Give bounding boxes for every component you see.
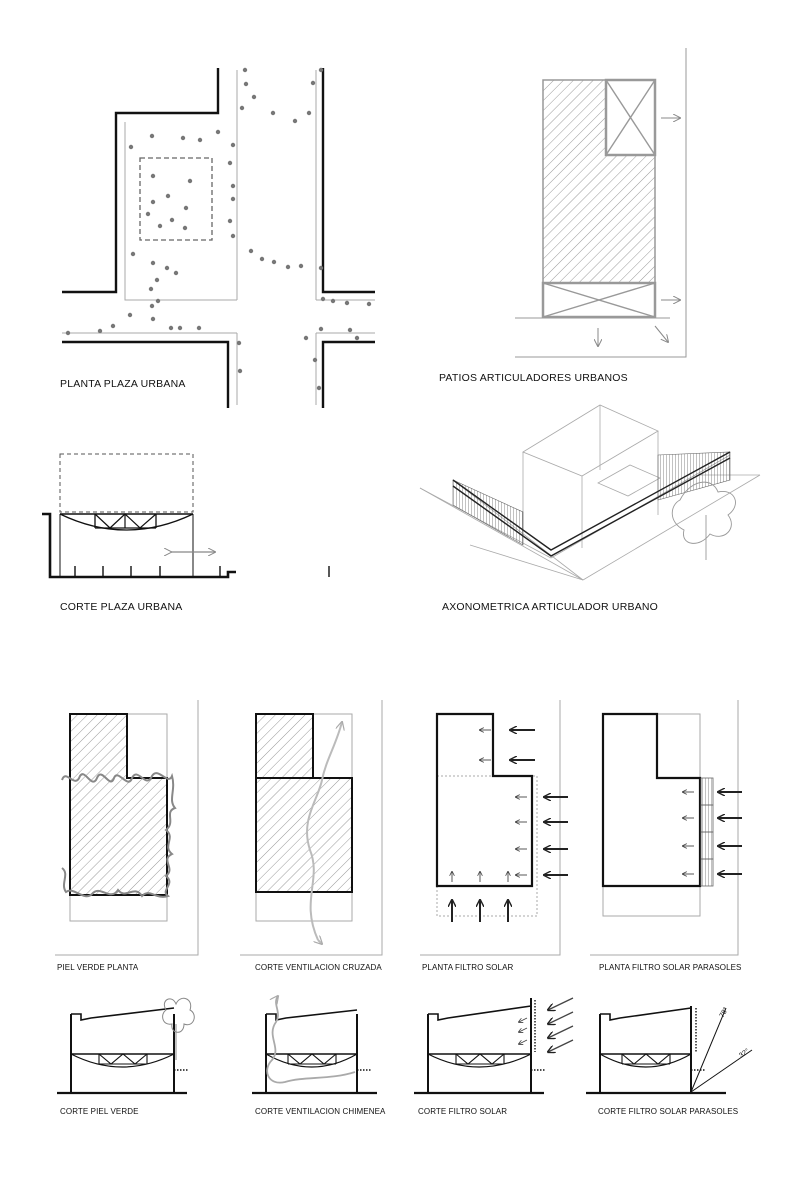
solar-filter-section <box>414 997 574 1095</box>
caption-axonometrica: AXONOMETRICA ARTICULADOR URBANO <box>442 601 659 613</box>
sun-angle-78-label: 78° <box>718 1006 730 1019</box>
arrow-southeast-icon <box>654 325 668 342</box>
caption-patios: PATIOS ARTICULADORES URBANOS <box>439 372 628 384</box>
caption-ventilacion-chimenea: CORTE VENTILACION CHIMENEA <box>255 1107 386 1116</box>
plaza-section-drawing <box>42 453 330 579</box>
solar-louvers-section: 78° 32° <box>586 1006 753 1095</box>
caption-filtro-solar: PLANTA FILTRO SOLAR <box>422 963 514 972</box>
plaza-plan-drawing <box>62 67 375 408</box>
green-skin-section <box>57 997 195 1095</box>
tree-icon <box>162 997 195 1033</box>
green-skin-plan <box>55 700 199 956</box>
chimney-ventilation-section <box>252 996 377 1095</box>
solar-filter-louvers-plan <box>590 700 742 956</box>
axonometric-drawing <box>419 404 761 581</box>
cross-ventilation-plan <box>240 700 383 956</box>
airflow-arrow-icon <box>266 996 356 1084</box>
caption-filtro-parasoles: PLANTA FILTRO SOLAR PARASOLES <box>599 963 742 972</box>
caption-corte-plaza: CORTE PLAZA URBANA <box>60 601 183 613</box>
vine-icon <box>61 772 177 898</box>
tree-icon <box>671 481 736 544</box>
caption-planta-plaza: PLANTA PLAZA URBANA <box>60 378 186 390</box>
urban-patios-diagram <box>515 48 687 358</box>
caption-ventilacion-cruzada: CORTE VENTILACION CRUZADA <box>255 963 382 972</box>
sun-angle-32-label: 32° <box>738 1047 751 1060</box>
solar-filter-plan <box>420 700 568 956</box>
caption-corte-filtro-solar: CORTE FILTRO SOLAR <box>418 1107 508 1116</box>
airflow-arrow-icon <box>306 722 342 941</box>
caption-corte-piel-verde: CORTE PIEL VERDE <box>60 1107 139 1116</box>
caption-piel-verde-planta: PIEL VERDE PLANTA <box>57 963 139 972</box>
caption-corte-filtro-parasoles: CORTE FILTRO SOLAR PARASOLES <box>598 1107 739 1116</box>
